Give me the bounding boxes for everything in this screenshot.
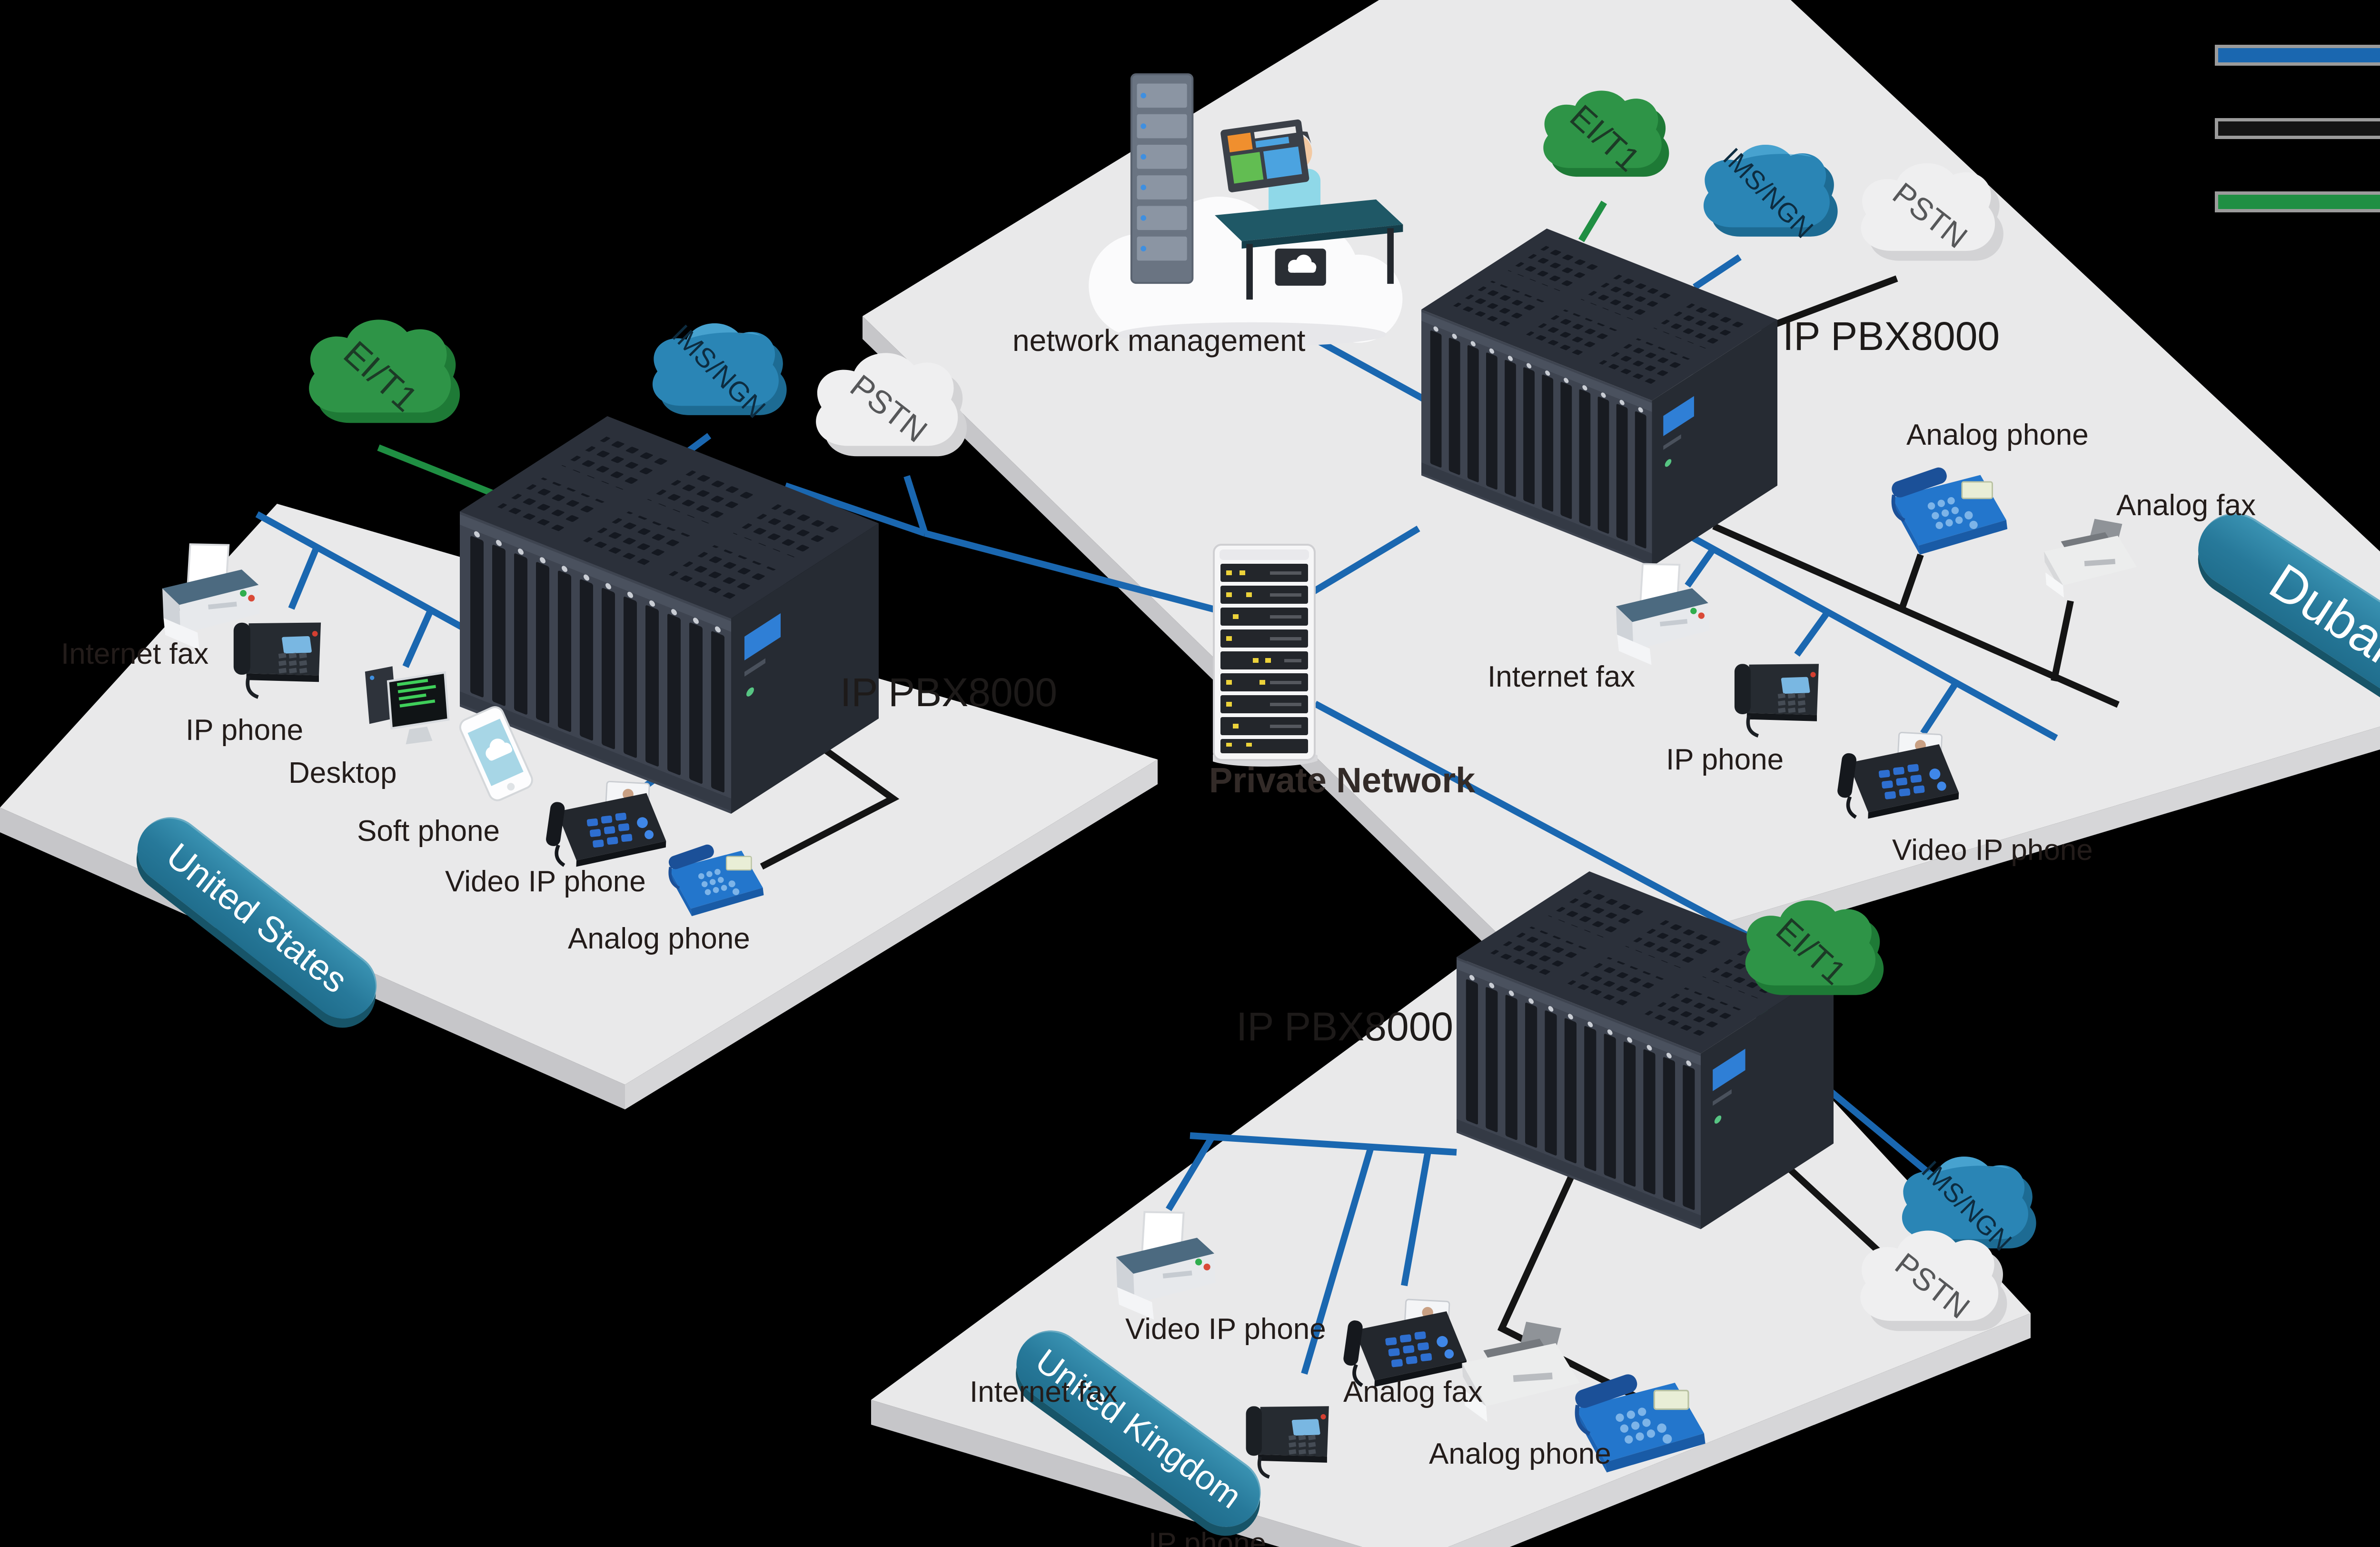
uk-video-ip-phone-label: Video IP phone (1125, 1313, 1326, 1346)
dubai-internet-fax-icon (1609, 558, 1716, 668)
us-soft-phone-label: Soft phone (357, 815, 500, 848)
legend-row-cable: Cable (2218, 33, 2380, 77)
dubai-internet-fax-label: Internet fax (1488, 660, 1636, 693)
dubai-video-ip-phone-label: Video IP phone (1892, 834, 2093, 867)
private-network-label: Private Network (1209, 760, 1476, 800)
dubai-analog-fax-icon (2042, 517, 2139, 599)
wire-dubai-analog-bus (1712, 523, 2120, 708)
wire-uk-lan-bus (1190, 1132, 1457, 1156)
us-video-ip-phone-icon (539, 776, 668, 870)
wire-us-pstn-stub (903, 475, 928, 535)
legend-row-analog: Analog line (2218, 107, 2380, 150)
us-pbx-label: IP PBX8000 (840, 670, 1058, 715)
dubai-pbx-label: IP PBX8000 (1783, 314, 2000, 359)
wire-uk-stub-videophone (1401, 1150, 1431, 1287)
dubai-ip-phone-icon (1727, 652, 1827, 739)
platform-dubai-edge-left (863, 316, 1542, 1000)
cable-line-swatch (2218, 48, 2380, 62)
wire-trunk-server-uk (1313, 700, 1758, 944)
us-ip-phone-label: IP phone (186, 714, 304, 747)
us-desktop-label: Desktop (288, 757, 397, 789)
pbx-rack-dubai (1421, 229, 1777, 567)
wire-dubai-stub-ipphone (1794, 609, 1831, 657)
dubai-video-ip-phone-icon (1831, 727, 1961, 821)
wire-dubai-stub-fax (1685, 546, 1716, 588)
private-network-server (1213, 544, 1318, 768)
wire-dubai-stub-videophone (1920, 680, 1959, 735)
wire-dubai-e1t1 (1578, 200, 1607, 242)
wire-uk-analog (1497, 1176, 1644, 1403)
us-analog-phone-icon (666, 837, 765, 918)
uk-pbx-label: IP PBX8000 (1236, 1004, 1454, 1049)
legend-row-e1t1: EI/TI midline (2218, 180, 2380, 224)
wire-dubai-stub-analogphone (1898, 553, 1924, 611)
network-management-scene (1089, 74, 1403, 347)
wire-dubai-stub-analogfax (2051, 600, 2074, 682)
uk-analog-phone-label: Analog phone (1429, 1437, 1611, 1470)
pbx-rack-us (460, 416, 879, 814)
analog-line-swatch (2218, 121, 2380, 136)
uk-analog-fax-label: Analog fax (1343, 1376, 1483, 1408)
wire-trunk-server-dubai (1309, 525, 1420, 596)
us-ip-phone-icon (227, 610, 330, 700)
platform-us-edge-right (625, 759, 1158, 1109)
wire-us-stub-desktop (402, 609, 434, 668)
dubai-analog-phone-icon (1888, 459, 2009, 557)
platform-uk-edge-right (1448, 1313, 2031, 1547)
wire-trunk-us-server (924, 530, 1216, 613)
uk-ip-phone-icon (1239, 1395, 1338, 1480)
us-video-ip-phone-label: Video IP phone (445, 865, 646, 898)
dubai-analog-phone-label: Analog phone (1906, 419, 2089, 451)
network-management-label: network management (1012, 323, 1306, 358)
uk-internet-fax-label: Internet fax (970, 1376, 1118, 1408)
wire-dubai-pstn (1760, 275, 1898, 333)
us-internet-fax-label: Internet fax (61, 638, 209, 670)
dubai-ip-phone-label: IP phone (1666, 743, 1784, 776)
e1t1-line-swatch (2218, 195, 2380, 209)
us-analog-phone-label: Analog phone (568, 922, 750, 955)
wire-uk-stub-ipphone (1301, 1147, 1374, 1375)
uk-ip-phone-label: IP phone (1149, 1527, 1267, 1547)
wire-dubai-imsngn (1693, 254, 1742, 290)
wire-us-stub-ipphone (288, 546, 320, 610)
dubai-analog-fax-label: Analog fax (2116, 489, 2256, 522)
uk-internet-fax-icon (1110, 1205, 1220, 1323)
wire-uk-stub-fax (1165, 1136, 1215, 1211)
us-desktop-icon (365, 666, 448, 744)
legend: Cable Analog line EI/TI midline (2218, 33, 2380, 253)
wire-us-rack-junction (784, 482, 926, 537)
